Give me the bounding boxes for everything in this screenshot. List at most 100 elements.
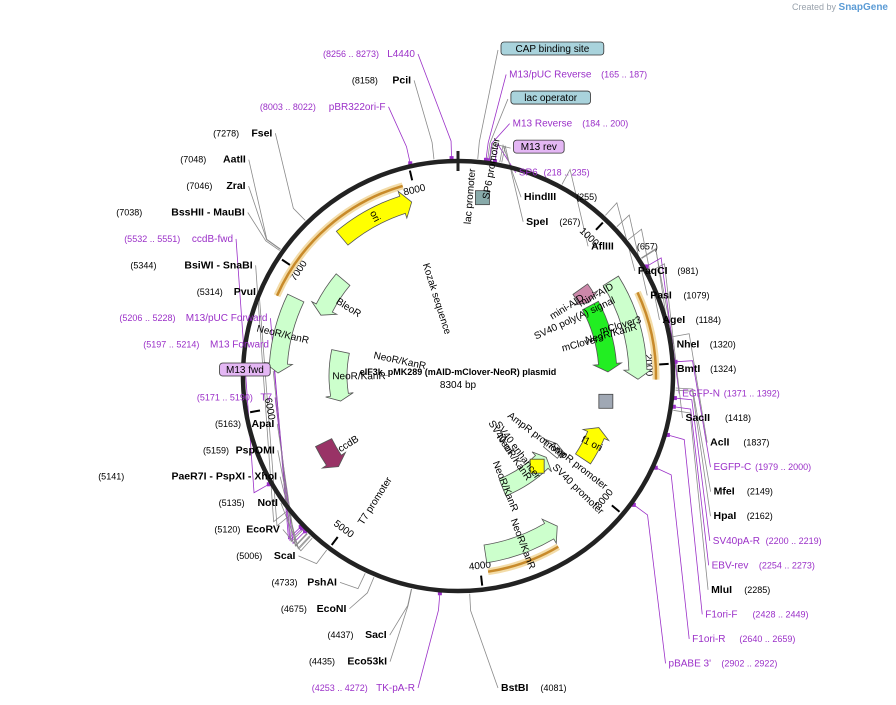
enzyme-label[interactable]: FseI (251, 127, 272, 139)
enzyme-label[interactable]: SacI (365, 629, 387, 641)
box-label[interactable]: M13 rev (521, 142, 557, 153)
feature-arrow[interactable] (542, 438, 567, 459)
primer-label[interactable]: EGFP-C (714, 462, 752, 473)
enzyme-label[interactable]: NheI (677, 338, 700, 350)
primer-label[interactable]: EGFP-N (682, 389, 720, 400)
enzyme-label[interactable]: AclI (710, 437, 729, 449)
enzyme-label[interactable]: NotI (257, 497, 277, 509)
site-range: (5159) (203, 445, 229, 455)
feature-arrow[interactable] (263, 293, 305, 374)
primer-label[interactable]: M13 Reverse (513, 119, 573, 130)
site-range: (2285) (744, 585, 770, 595)
enzyme-label[interactable]: BsiWI - SnaBI (184, 259, 252, 271)
primer-label[interactable]: L4440 (387, 49, 415, 60)
leader-line (389, 588, 413, 662)
primer-label[interactable]: F1ori-R (692, 634, 725, 645)
primer-label[interactable]: EBV-rev (712, 560, 749, 571)
feature-arrow[interactable] (310, 273, 351, 316)
feature-arrow[interactable] (335, 190, 413, 246)
leader-line (279, 476, 310, 550)
site-range: (1979 .. 2000) (755, 462, 811, 472)
leader-line (248, 185, 281, 250)
enzyme-label[interactable]: EcoRV (246, 524, 280, 536)
primer-label[interactable]: TK-pA-R (376, 683, 415, 694)
enzyme-label[interactable]: EcoNI (317, 603, 347, 615)
primer-label[interactable]: M13/pUC Forward (186, 313, 268, 324)
primer-label[interactable]: pBABE 3' (669, 658, 712, 669)
feature-arrow[interactable] (483, 518, 558, 564)
feature-arrow[interactable] (581, 300, 623, 373)
primer-label[interactable]: M13 Forward (210, 340, 269, 351)
sv40-enh-box (529, 458, 545, 474)
enzyme-label[interactable]: MfeI (714, 486, 735, 498)
leader-line (673, 406, 710, 566)
primer-label[interactable]: SV40pA-R (713, 536, 760, 547)
site-range: (5206 .. 5228) (119, 313, 175, 323)
primer-label[interactable]: T7 (260, 392, 272, 403)
enzyme-label[interactable]: AgeI (662, 314, 685, 326)
label-box[interactable] (513, 139, 565, 154)
grey-box (598, 393, 614, 409)
site-range: (4435) (309, 657, 335, 667)
orf-arc (275, 184, 404, 297)
lac-operator-box (475, 190, 490, 206)
box-label[interactable]: M13 fwd (226, 365, 264, 376)
feature-arrow[interactable] (572, 283, 599, 306)
leader-line (655, 467, 690, 639)
leader-line (616, 214, 648, 296)
label-box[interactable] (219, 362, 271, 377)
leader-line (633, 504, 666, 664)
leader-line (488, 123, 510, 161)
enzyme-label[interactable]: PaqCI (638, 265, 668, 277)
feature-arrow[interactable] (325, 349, 354, 402)
site-range: (4437) (327, 630, 353, 640)
site-range: (7278) (213, 128, 239, 138)
enzyme-label[interactable]: SpeI (526, 216, 548, 228)
box-label[interactable]: CAP binding site (516, 44, 590, 55)
orf-arc (487, 545, 559, 573)
enzyme-label[interactable]: BstBI (501, 682, 529, 694)
feature-arrow[interactable] (314, 438, 347, 469)
label-box[interactable] (510, 90, 591, 105)
enzyme-label[interactable]: BssHII - MauBI (171, 207, 245, 219)
enzyme-label[interactable]: ApaI (251, 418, 274, 430)
plasmid-size: 8304 bp (440, 380, 477, 391)
site-range: (5532 .. 5551) (124, 234, 180, 244)
primer-label[interactable]: ccdB-fwd (192, 234, 233, 245)
enzyme-label[interactable]: Eco53kI (347, 656, 387, 668)
leader-line (675, 389, 711, 517)
enzyme-label[interactable]: SacII (685, 412, 710, 424)
enzyme-label[interactable]: PshAI (307, 576, 337, 588)
enzyme-label[interactable]: MluI (711, 584, 732, 596)
leader-line (276, 423, 308, 547)
enzyme-label[interactable]: HindIII (524, 191, 556, 203)
site-range: (4733) (271, 577, 297, 587)
enzyme-label[interactable]: PspOMI (236, 444, 275, 456)
primer-label[interactable]: F1ori-F (705, 609, 737, 620)
site-range: (2254 .. 2273) (759, 560, 815, 570)
primer-label[interactable]: SP6 (519, 168, 538, 179)
site-range: (1324) (710, 364, 736, 374)
feature-arrow[interactable] (602, 275, 654, 380)
primer-site-mark (449, 156, 454, 161)
label-box[interactable] (500, 41, 605, 56)
enzyme-label[interactable]: AatII (223, 154, 246, 166)
enzyme-label[interactable]: PciI (392, 74, 411, 86)
enzyme-label[interactable]: HpaI (714, 510, 737, 522)
snapgene-watermark: Created by SnapGene (792, 2, 888, 13)
enzyme-label[interactable]: PvuI (234, 286, 256, 298)
enzyme-label[interactable]: PaeR7I - PspXI - XhoI (171, 471, 277, 483)
box-label[interactable]: lac operator (524, 93, 577, 104)
enzyme-label[interactable]: ScaI (274, 550, 296, 562)
primer-label[interactable]: pBR322ori-F (329, 102, 386, 113)
enzyme-label[interactable]: AflIII (591, 240, 614, 252)
enzyme-label[interactable]: ZraI (226, 180, 245, 192)
primer-label[interactable]: M13/pUC Reverse (509, 70, 592, 81)
ring-tick (330, 536, 339, 546)
feature-arrow[interactable] (574, 427, 611, 465)
primer-site-mark (266, 482, 271, 487)
enzyme-label[interactable]: PasI (650, 289, 672, 301)
enzyme-label[interactable]: BmtI (677, 363, 700, 375)
site-range: (1371 .. 1392) (724, 389, 780, 399)
